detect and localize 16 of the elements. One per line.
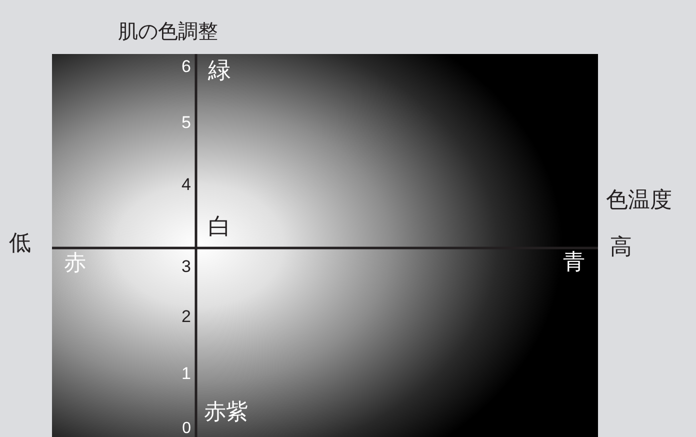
point-label: 赤	[64, 253, 86, 275]
point-label: 赤紫	[204, 402, 248, 424]
point-label: 白	[208, 216, 231, 239]
axis-tick-label: 2	[182, 308, 191, 325]
axis-tick-label: 6	[182, 58, 191, 75]
axis-tick-label: 4	[182, 176, 191, 193]
axis-title: 色温度	[606, 190, 672, 212]
axis-tick-label: 1	[182, 365, 191, 382]
point-label: 緑	[208, 60, 231, 83]
axis-tick-label: 5	[182, 114, 191, 131]
chart-title: 肌の色調整	[118, 21, 218, 41]
axis-end-label: 低	[9, 233, 31, 255]
point-label: 青	[563, 252, 585, 274]
axis-tick-label: 0	[182, 421, 191, 437]
axis-end-label: 高	[610, 237, 632, 259]
axis-tick-label: 3	[182, 258, 191, 275]
